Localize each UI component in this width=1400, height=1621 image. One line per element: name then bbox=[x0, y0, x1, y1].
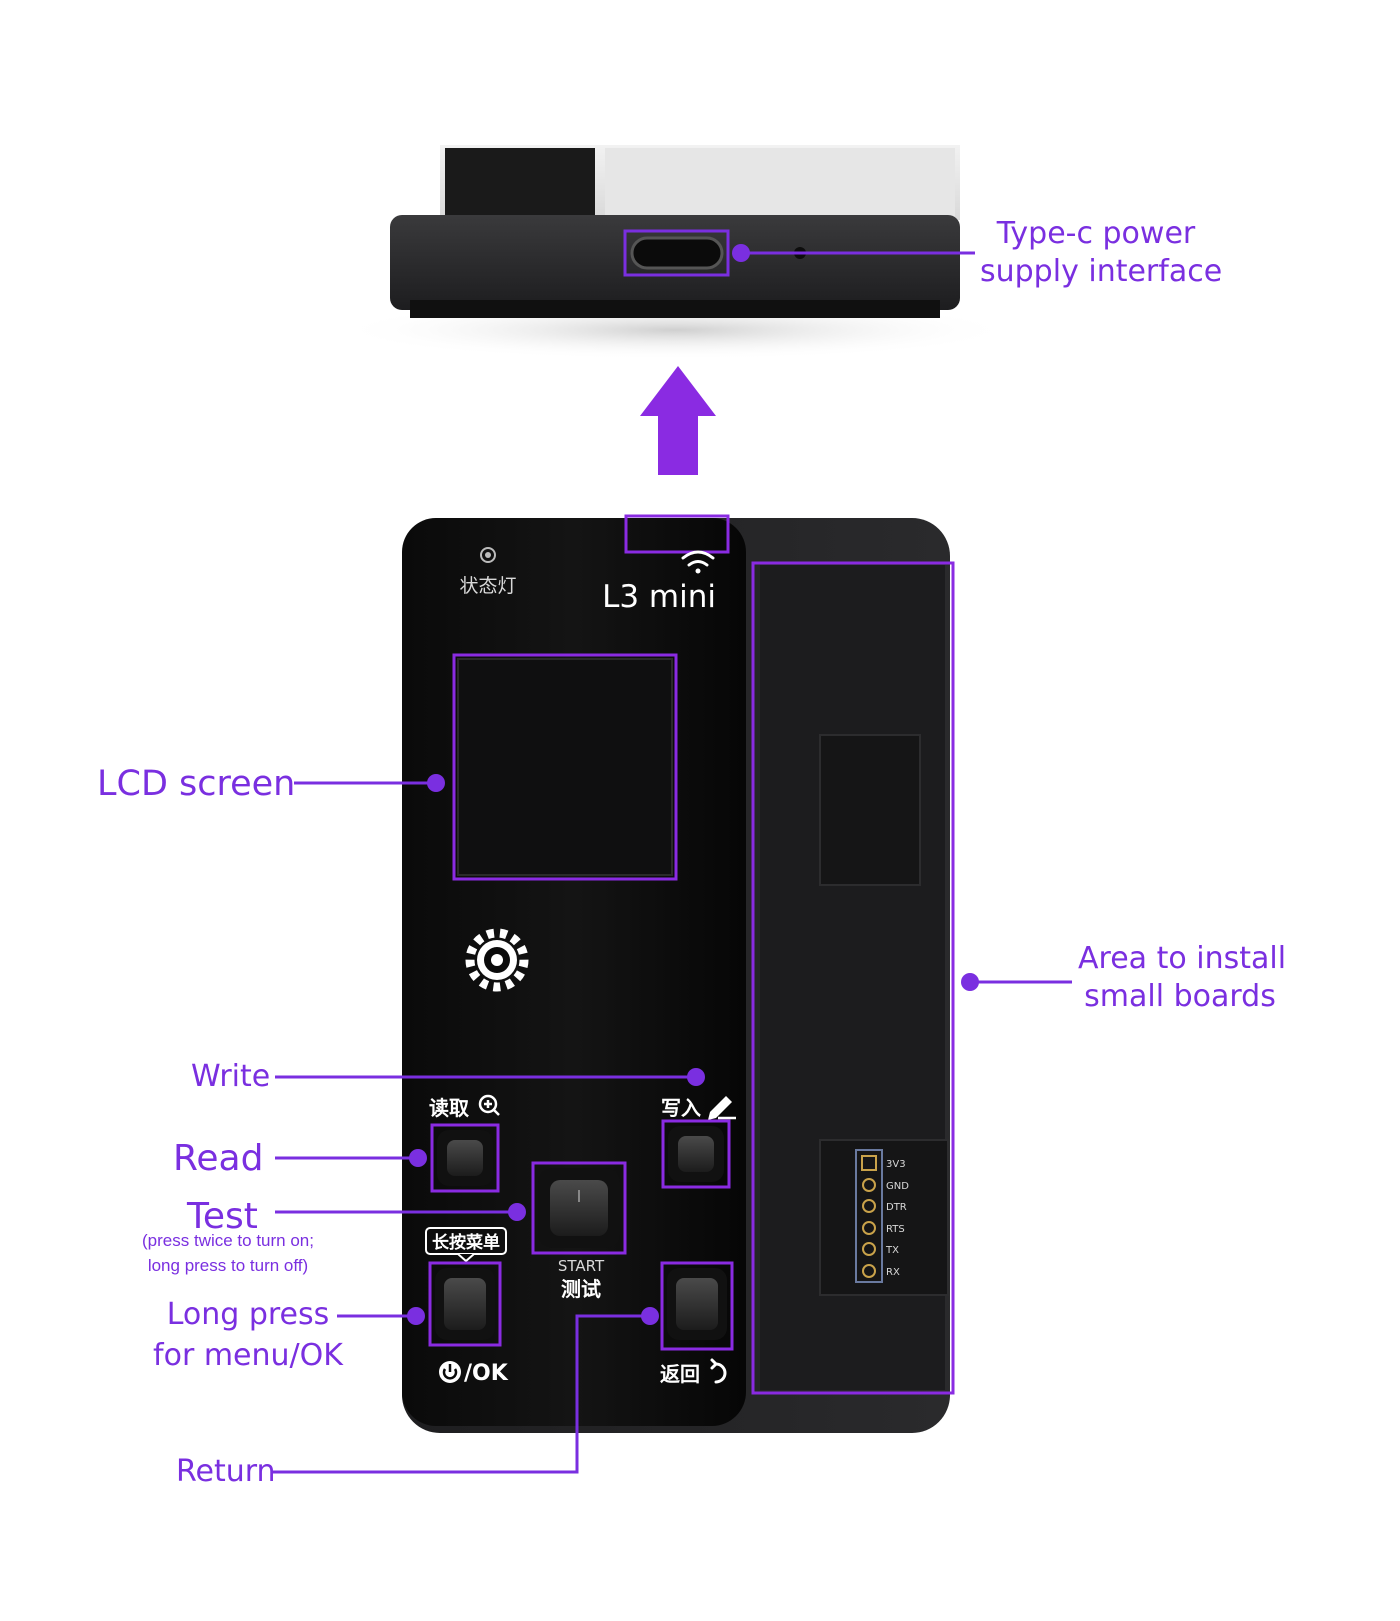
status-light-label: 状态灯 bbox=[459, 575, 516, 597]
up-arrow-icon bbox=[640, 366, 716, 475]
area-label-line2: small boards bbox=[1084, 978, 1276, 1014]
read-key-label: 读取 bbox=[429, 1096, 469, 1120]
lcd-screen bbox=[457, 658, 673, 876]
top-edge-highlight bbox=[624, 514, 730, 554]
power-icon bbox=[439, 1361, 461, 1383]
read-callout: Read bbox=[173, 1138, 264, 1179]
top-panel-dark bbox=[445, 148, 595, 218]
test-note-line1: (press twice to turn on; bbox=[142, 1231, 314, 1250]
longpress-label-line1: Long press bbox=[166, 1297, 330, 1332]
status-light bbox=[480, 547, 496, 563]
zoom-in-icon bbox=[478, 1094, 500, 1116]
ok-key-label: /OK bbox=[464, 1361, 509, 1386]
menu-hint-label: 长按菜单 bbox=[432, 1232, 500, 1253]
area-callout: Area to install small boards bbox=[1078, 940, 1287, 1015]
header-pins bbox=[861, 1155, 877, 1278]
typec-label-line1: Type-c power bbox=[996, 216, 1196, 251]
longpress-label-line2: for menu/OK bbox=[153, 1338, 343, 1374]
return-leader bbox=[272, 1314, 650, 1474]
menu-ok-button[interactable] bbox=[444, 1278, 486, 1330]
write-highlight bbox=[661, 1119, 731, 1189]
menu-highlight bbox=[428, 1261, 502, 1347]
pin-header bbox=[855, 1149, 883, 1283]
board-area-highlight bbox=[751, 561, 955, 1395]
pin-label: RTS bbox=[886, 1224, 905, 1235]
area-label-line1: Area to install bbox=[1078, 941, 1287, 976]
lcd-callout: LCD screen bbox=[97, 764, 296, 804]
board-slot bbox=[819, 734, 921, 886]
device-base bbox=[410, 300, 940, 318]
start-label: START bbox=[558, 1257, 605, 1275]
start-button[interactable] bbox=[550, 1180, 608, 1236]
pin-label: TX bbox=[885, 1245, 899, 1256]
test-note-line2: long press to turn off) bbox=[147, 1255, 309, 1275]
pin-label: DTR bbox=[886, 1202, 907, 1213]
typec-label-line2: supply interface bbox=[980, 253, 1223, 289]
pen-icon bbox=[708, 1096, 736, 1120]
write-key-label: 写入 bbox=[661, 1096, 701, 1120]
lcd-highlight bbox=[452, 653, 678, 881]
return-arrow-icon bbox=[710, 1358, 727, 1384]
top-board-area bbox=[605, 148, 955, 218]
pin-header-area bbox=[819, 1139, 949, 1296]
typec-highlight-box bbox=[623, 229, 730, 277]
test-note: (press twice to turn on; long press to t… bbox=[108, 1229, 348, 1278]
wifi-icon bbox=[681, 550, 715, 574]
pinout-labels: 3V3 GND DTR RTS TX RX bbox=[885, 1159, 909, 1278]
longpress-callout: Long press for menu/OK bbox=[148, 1294, 348, 1377]
typec-port bbox=[630, 236, 724, 270]
test-key-label: 测试 bbox=[561, 1277, 601, 1301]
typec-callout: Type-c power supply interface bbox=[980, 215, 1223, 290]
write-button[interactable] bbox=[678, 1136, 714, 1172]
pin-label: GND bbox=[886, 1181, 909, 1192]
return-callout: Return bbox=[176, 1454, 276, 1489]
pin-label: RX bbox=[886, 1267, 900, 1278]
read-highlight bbox=[430, 1123, 500, 1193]
pin-label: 3V3 bbox=[886, 1159, 906, 1170]
gear-icon bbox=[465, 928, 529, 992]
return-highlight bbox=[660, 1261, 734, 1351]
model-name: L3 mini bbox=[602, 579, 716, 615]
read-button[interactable] bbox=[447, 1140, 483, 1176]
return-button[interactable] bbox=[676, 1278, 718, 1330]
return-key-label: 返回 bbox=[660, 1362, 700, 1386]
write-callout: Write bbox=[191, 1059, 271, 1094]
test-callout: Test bbox=[187, 1196, 258, 1237]
start-highlight bbox=[531, 1161, 627, 1255]
